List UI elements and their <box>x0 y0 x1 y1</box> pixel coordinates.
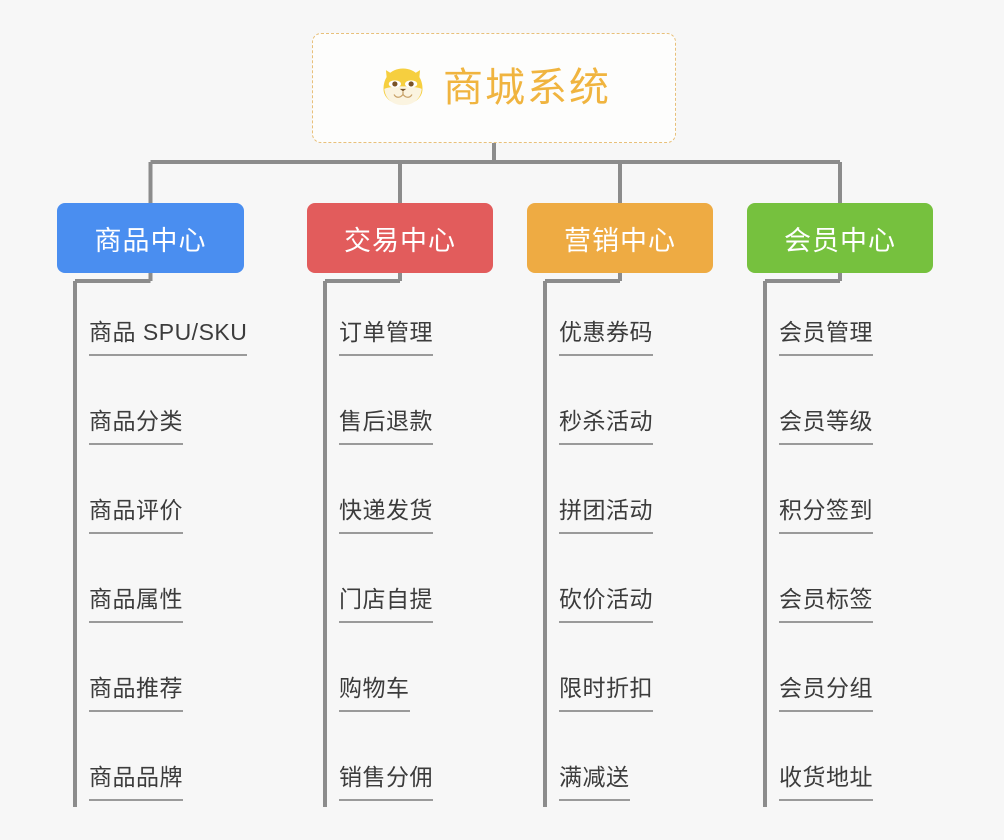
leaf-label--6: 满减送 <box>559 758 630 801</box>
leaf-item[interactable]: 销售分佣 <box>307 718 493 807</box>
leaf-label--1: 优惠券码 <box>559 313 653 356</box>
branch-header-1[interactable]: 商品中心 <box>57 203 244 273</box>
leaf-item[interactable]: 限时折扣 <box>527 629 713 718</box>
leaf-item[interactable]: 售后退款 <box>307 362 493 451</box>
leaf-item[interactable]: 会员分组 <box>747 629 933 718</box>
leaf-item[interactable]: 商品品牌 <box>57 718 244 807</box>
leaf-item[interactable]: 拼团活动 <box>527 451 713 540</box>
leaf-item[interactable]: 商品分类 <box>57 362 244 451</box>
root-node[interactable]: 商城系统 <box>312 33 676 143</box>
leaf-label--6: 商品品牌 <box>89 758 183 801</box>
leaf-item[interactable]: 积分签到 <box>747 451 933 540</box>
leaf-list-2: 订单管理售后退款快递发货门店自提购物车销售分佣 <box>307 273 493 807</box>
leaf-label--5: 会员分组 <box>779 669 873 712</box>
leaf-label--4: 砍价活动 <box>559 580 653 623</box>
leaf-item[interactable]: 会员管理 <box>747 273 933 362</box>
branch-column-3: 营销中心优惠券码秒杀活动拼团活动砍价活动限时折扣满减送 <box>527 203 713 807</box>
leaf-label--4: 会员标签 <box>779 580 873 623</box>
leaf-label--4: 门店自提 <box>339 580 433 623</box>
leaf-label--1: 会员管理 <box>779 313 873 356</box>
branch-column-2: 交易中心订单管理售后退款快递发货门店自提购物车销售分佣 <box>307 203 493 807</box>
leaf-item[interactable]: 砍价活动 <box>527 540 713 629</box>
leaf-label--6: 收货地址 <box>779 758 873 801</box>
leaf-item[interactable]: 订单管理 <box>307 273 493 362</box>
leaf-label--2: 商品分类 <box>89 402 183 445</box>
leaf-label--3: 拼团活动 <box>559 491 653 534</box>
leaf-label--3: 商品评价 <box>89 491 183 534</box>
leaf-item[interactable]: 快递发货 <box>307 451 493 540</box>
leaf-item[interactable]: 优惠券码 <box>527 273 713 362</box>
root-title: 商城系统 <box>443 66 611 110</box>
leaf-item[interactable]: 会员标签 <box>747 540 933 629</box>
leaf-item[interactable]: 秒杀活动 <box>527 362 713 451</box>
branch-header-4[interactable]: 会员中心 <box>747 203 933 273</box>
branch-header-2[interactable]: 交易中心 <box>307 203 493 273</box>
leaf-item[interactable]: 收货地址 <box>747 718 933 807</box>
leaf-label--1: 订单管理 <box>339 313 433 356</box>
leaf-label--4: 商品属性 <box>89 580 183 623</box>
branch-header-3[interactable]: 营销中心 <box>527 203 713 273</box>
leaf-label--3: 快递发货 <box>339 491 433 534</box>
leaf-item[interactable]: 商品属性 <box>57 540 244 629</box>
leaf-label--1: 商品 SPU/SKU <box>89 313 248 356</box>
leaf-item[interactable]: 商品评价 <box>57 451 244 540</box>
leaf-list-4: 会员管理会员等级积分签到会员标签会员分组收货地址 <box>747 273 933 807</box>
shiba-dog-icon <box>383 68 423 106</box>
leaf-item[interactable]: 满减送 <box>527 718 713 807</box>
leaf-label--2: 秒杀活动 <box>559 402 653 445</box>
leaf-item[interactable]: 门店自提 <box>307 540 493 629</box>
leaf-label--5: 商品推荐 <box>89 669 183 712</box>
branch-column-1: 商品中心商品 SPU/SKU 商品分类商品评价商品属性商品推荐商品品牌 <box>57 203 248 807</box>
branch-column-4: 会员中心会员管理会员等级积分签到会员标签会员分组收货地址 <box>747 203 933 807</box>
leaf-label--2: 售后退款 <box>339 402 433 445</box>
leaf-label--5: 限时折扣 <box>559 669 653 712</box>
leaf-list-3: 优惠券码秒杀活动拼团活动砍价活动限时折扣满减送 <box>527 273 713 807</box>
leaf-label--5: 购物车 <box>339 669 410 712</box>
leaf-label--6: 销售分佣 <box>339 758 433 801</box>
leaf-item[interactable]: 购物车 <box>307 629 493 718</box>
leaf-label--2: 会员等级 <box>779 402 873 445</box>
leaf-label--3: 积分签到 <box>779 491 873 534</box>
leaf-item[interactable]: 商品推荐 <box>57 629 244 718</box>
leaf-list-1: 商品 SPU/SKU 商品分类商品评价商品属性商品推荐商品品牌 <box>57 273 248 807</box>
leaf-item[interactable]: 商品 SPU/SKU <box>57 273 248 362</box>
leaf-item[interactable]: 会员等级 <box>747 362 933 451</box>
